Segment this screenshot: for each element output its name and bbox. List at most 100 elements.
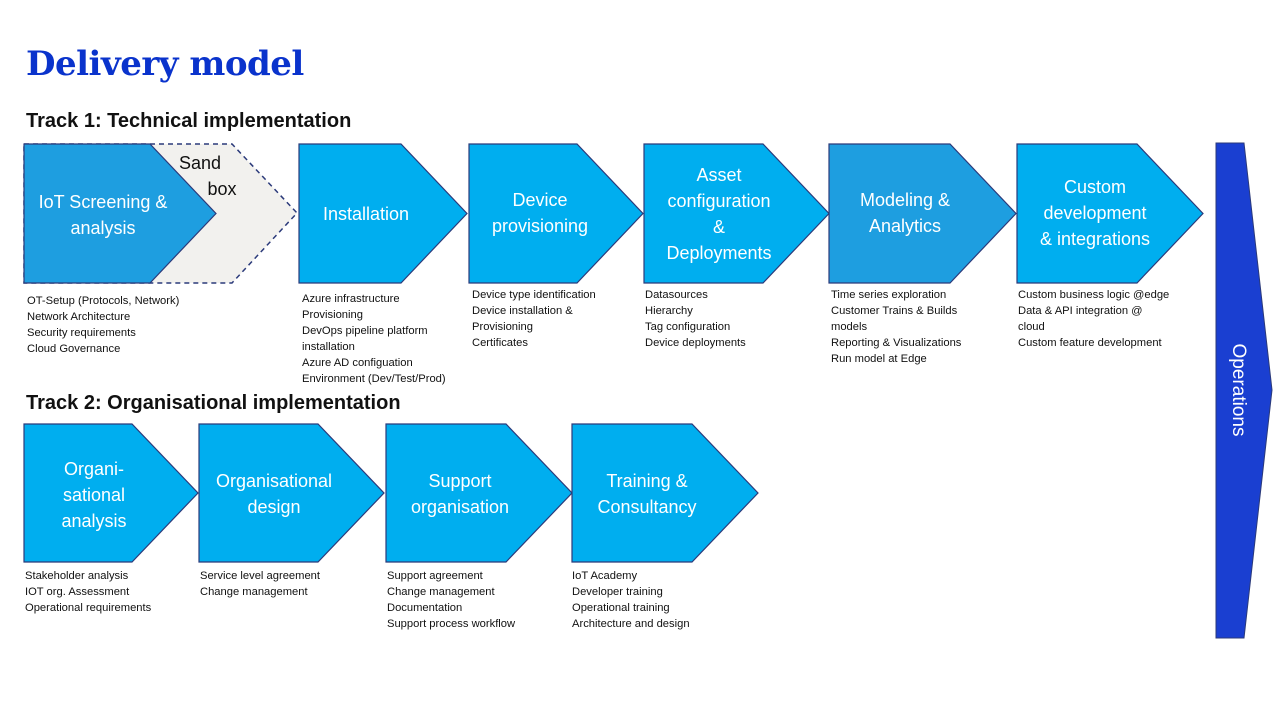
detail-item: Datasources bbox=[645, 289, 708, 301]
step-label-line: sational bbox=[63, 485, 125, 505]
detail-item: Customer Trains & Builds bbox=[831, 305, 958, 317]
detail-item: Developer training bbox=[572, 586, 663, 598]
track1-step-6: Custom development & integrations bbox=[1016, 143, 1204, 284]
step-label-line: Organisational bbox=[216, 471, 332, 491]
detail-item: Support agreement bbox=[387, 570, 483, 582]
detail-item: cloud bbox=[1018, 321, 1045, 333]
step-label-line: design bbox=[247, 497, 300, 517]
track2-step-2: Organisational design bbox=[198, 423, 385, 563]
operations-label: Operations bbox=[1228, 344, 1249, 437]
track1-title: Track 1: Technical implementation bbox=[26, 110, 352, 132]
operations-shape bbox=[1215, 142, 1273, 639]
detail-item: Custom business logic @edge bbox=[1018, 289, 1170, 301]
step-chevron-shape bbox=[1016, 143, 1204, 284]
step-chevron-shape bbox=[828, 143, 1017, 284]
step-chevron-shape bbox=[571, 423, 759, 563]
step-chevron-shape bbox=[23, 143, 217, 284]
detail-item: Network Architecture bbox=[27, 311, 131, 323]
detail-item: Custom feature development bbox=[1018, 337, 1162, 349]
step-label-line: analysis bbox=[61, 511, 126, 531]
step-label-line: & bbox=[713, 217, 725, 237]
step-chevron-shape bbox=[385, 423, 573, 563]
detail-item: Support process workflow bbox=[387, 618, 516, 630]
step-label-line: Support bbox=[428, 471, 491, 491]
detail-item: Device type identification bbox=[472, 289, 596, 301]
step-chevron-shape bbox=[298, 143, 468, 284]
detail-item: Change management bbox=[200, 586, 308, 598]
step-label-line: Deployments bbox=[666, 243, 771, 263]
step-label-line: development bbox=[1043, 203, 1146, 223]
track2-steps: Organi-sational analysis Organisational des… bbox=[23, 423, 759, 563]
step-label-line: Consultancy bbox=[597, 497, 696, 517]
detail-item: Time series exploration bbox=[831, 289, 947, 301]
step-chevron-shape bbox=[643, 143, 830, 284]
detail-item: IoT Academy bbox=[572, 570, 638, 582]
track1-step-5: Modeling & Analytics bbox=[828, 143, 1017, 284]
detail-item: Security requirements bbox=[27, 327, 136, 339]
step-chevron-shape bbox=[468, 143, 644, 284]
step-chevron-shape bbox=[198, 423, 385, 563]
detail-item: Provisioning bbox=[472, 321, 533, 333]
step-label-line: Installation bbox=[323, 204, 409, 224]
detail-item: installation bbox=[302, 341, 355, 353]
step-label-line: IoT Screening & bbox=[39, 192, 168, 212]
track2-step-3: Support organisation bbox=[385, 423, 573, 563]
track1-steps: IoT Screening & analysis Installation Devic… bbox=[23, 143, 1204, 284]
detail-item: Run model at Edge bbox=[831, 353, 927, 365]
sandbox-label-line2: box bbox=[207, 179, 236, 199]
step-label-line: provisioning bbox=[492, 216, 588, 236]
step-label-line: configuration bbox=[667, 191, 770, 211]
step-label-line: organisation bbox=[411, 497, 509, 517]
sandbox-label-line1: Sand bbox=[179, 153, 221, 173]
step-label-line: Custom bbox=[1064, 177, 1126, 197]
step-label-line: Asset bbox=[696, 165, 741, 185]
step-label-line: Analytics bbox=[869, 216, 941, 236]
detail-item: models bbox=[831, 321, 868, 333]
track2-step-4: Training & Consultancy bbox=[571, 423, 759, 563]
step-label-line: Training & bbox=[606, 471, 687, 491]
detail-item: Provisioning bbox=[302, 309, 363, 321]
step-label-line: analysis bbox=[70, 218, 135, 238]
detail-item: IOT org. Assessment bbox=[25, 586, 130, 598]
detail-item: Documentation bbox=[387, 602, 463, 614]
detail-item: Stakeholder analysis bbox=[25, 570, 129, 582]
step-label-line: Modeling & bbox=[860, 190, 950, 210]
track2-step-1: Organi-sational analysis bbox=[23, 423, 199, 563]
track1-step-1: IoT Screening & analysis bbox=[23, 143, 217, 284]
track1-step-1-details: OT-Setup (Protocols, Network) Network Arc… bbox=[27, 293, 179, 357]
detail-item: Azure AD configuation bbox=[302, 357, 413, 369]
detail-item: OT-Setup (Protocols, Network) bbox=[27, 295, 180, 307]
detail-item: Hierarchy bbox=[645, 305, 693, 317]
detail-item: Operational training bbox=[572, 602, 670, 614]
detail-item: Architecture and design bbox=[572, 618, 690, 630]
track1-step-2: Installation bbox=[298, 143, 468, 284]
detail-item: Tag configuration bbox=[645, 321, 731, 333]
step-label-line: & integrations bbox=[1040, 229, 1150, 249]
detail-item: Certificates bbox=[472, 337, 528, 349]
detail-item: Operational requirements bbox=[25, 602, 152, 614]
operations-step: Operations bbox=[1215, 142, 1273, 639]
step-label-line: Organi- bbox=[64, 459, 124, 479]
detail-item: Change management bbox=[387, 586, 495, 598]
detail-item: Cloud Governance bbox=[27, 343, 121, 355]
detail-item: Service level agreement bbox=[200, 570, 321, 582]
detail-item: Data & API integration @ bbox=[1018, 305, 1143, 317]
detail-item: Device installation & bbox=[472, 305, 573, 317]
detail-item: Azure infrastructure bbox=[302, 293, 400, 305]
detail-item: Reporting & Visualizations bbox=[831, 337, 962, 349]
page-title: Delivery model bbox=[26, 44, 304, 84]
detail-item: Device deployments bbox=[645, 337, 746, 349]
track2-title: Track 2: Organisational implementation bbox=[26, 392, 401, 414]
detail-item: Environment (Dev/Test/Prod) bbox=[302, 373, 446, 385]
